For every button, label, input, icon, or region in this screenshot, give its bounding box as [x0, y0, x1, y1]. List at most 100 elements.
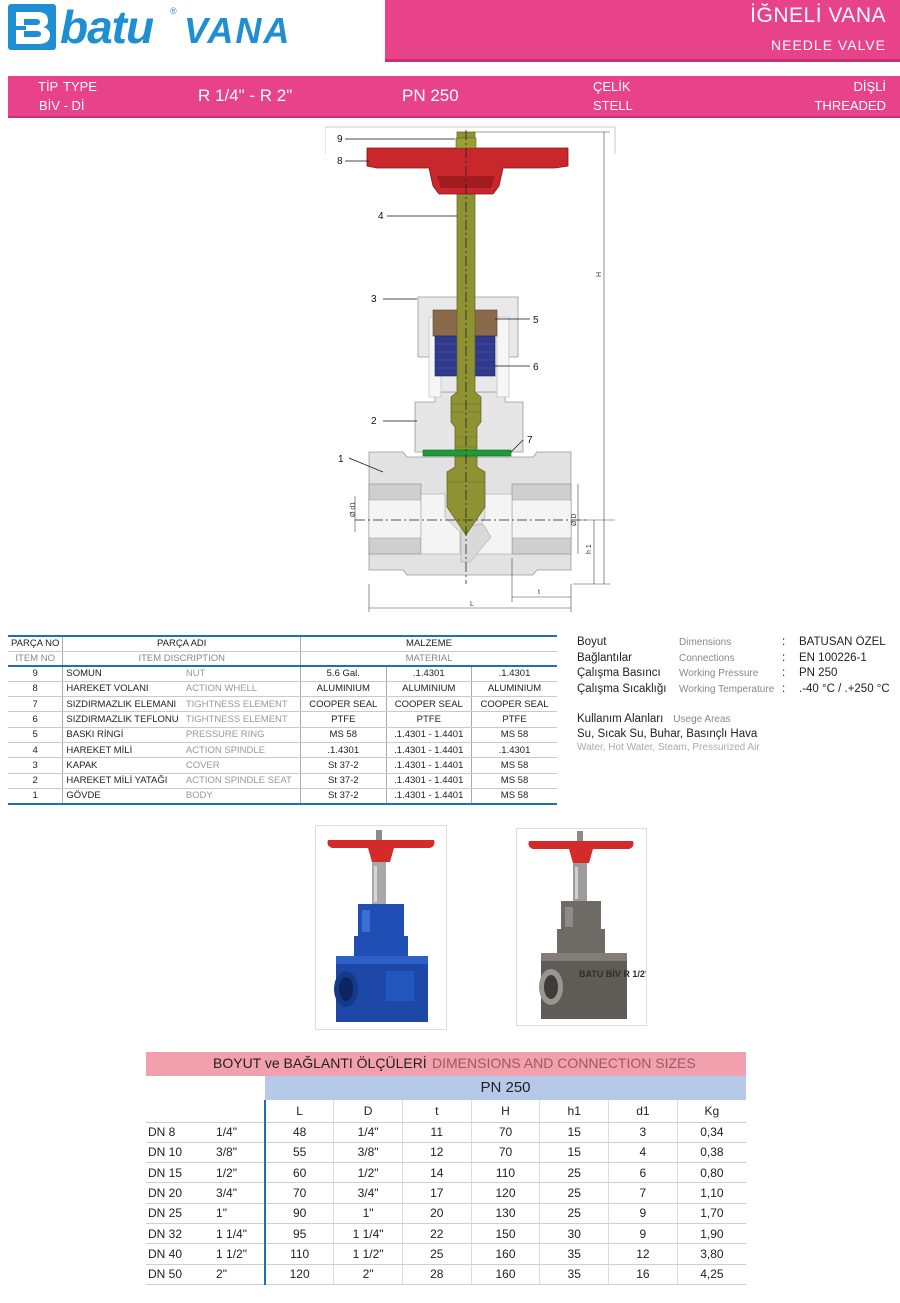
part-number: 8: [8, 681, 64, 698]
dim-value: 4: [608, 1142, 678, 1164]
dim-value: 48: [264, 1122, 334, 1143]
dim-value: 90: [264, 1203, 334, 1224]
part-name-en: COVER: [182, 757, 302, 774]
part-name-en: TIGHTNESS ELEMENT: [182, 711, 302, 728]
spec-label-en: Working Pressure: [679, 668, 759, 679]
steel-valve-marking: BATU BİV R 1/2": [579, 969, 646, 979]
title-banner: İĞNELİ VANA NEEDLE VALVE: [385, 0, 900, 62]
dim-inch-size: 3/4": [214, 1182, 267, 1204]
dim-value: 20: [401, 1203, 472, 1224]
callout-6: 6: [533, 362, 539, 373]
part-material-1: ALUMINIUM: [300, 681, 387, 698]
spec-colon: :: [782, 667, 786, 679]
part-name-tr: KAPAK: [62, 757, 183, 774]
product-photo-steel: BATU BİV R 1/2": [516, 828, 649, 1026]
dim-value: 15: [539, 1122, 609, 1143]
dim-value: 1,70: [676, 1203, 746, 1224]
spec-colon: :: [782, 651, 786, 664]
parts-table: PARÇA NO PARÇA ADI MALZEME ITEM NO ITEM …: [8, 635, 557, 805]
dim-value: 12: [608, 1243, 678, 1265]
page-title-en: NEEDLE VALVE: [771, 37, 886, 53]
dim-value: 14: [401, 1162, 472, 1184]
part-name-tr: HAREKET VOLANI: [62, 681, 183, 698]
dim-value: 1": [333, 1203, 403, 1224]
dim-value: 22: [401, 1223, 472, 1245]
dim-value: 16: [608, 1264, 678, 1285]
dim-value: 11: [401, 1122, 472, 1143]
dim-value: 55: [264, 1142, 334, 1164]
dim-value: 3/4": [333, 1182, 403, 1204]
type-code: BİV - Dİ: [39, 98, 85, 113]
spec-label-tr: Boyut: [577, 636, 607, 648]
part-name-en: PRESSURE RING: [182, 727, 302, 743]
usage-text-tr: Su, Sıcak Su, Buhar, Basınçlı Hava: [577, 728, 758, 740]
callout-4: 4: [378, 211, 384, 222]
dim-label-D: Ø D: [571, 514, 578, 526]
dim-value: 160: [470, 1264, 540, 1285]
part-name-tr: SIZDIRMAZLIK TEFLONU: [62, 711, 183, 728]
dim-nominal-size: DN 20: [146, 1182, 215, 1204]
part-number: 5: [8, 727, 64, 743]
part-material-2: .1.4301 - 1.4401: [386, 788, 473, 805]
spec-label-tr: Çalışma Basıncı: [577, 667, 661, 679]
part-material-3: .1.4301: [471, 666, 557, 682]
dim-inch-size: 1 1/2": [214, 1243, 267, 1265]
parts-header-no-en: ITEM NO: [8, 651, 64, 667]
spec-label-en: Dimensions: [679, 637, 732, 648]
dim-value: 110: [470, 1162, 540, 1184]
dim-inch-size: 2": [214, 1264, 267, 1285]
dim-value: 25: [539, 1203, 609, 1224]
spec-label-tr: Bağlantılar: [577, 651, 632, 664]
part-number: 9: [8, 666, 64, 682]
parts-header-material-en: MATERIAL: [300, 651, 557, 667]
dim-value: 120: [264, 1264, 334, 1285]
part-number: 1: [8, 788, 64, 805]
parts-table-header-en: ITEM NO ITEM DISCRIPTION MATERIAL: [8, 651, 557, 667]
product-photo-blue: [315, 825, 447, 1030]
part-name-tr: SOMUN: [62, 666, 183, 682]
part-material-1: PTFE: [300, 711, 387, 728]
dim-value: 1 1/2": [333, 1243, 403, 1265]
dim-inch-size: 1/2": [214, 1162, 267, 1184]
dim-nominal-size: DN 8: [146, 1122, 215, 1143]
part-material-2: .1.4301: [386, 666, 473, 682]
dim-value: 25: [539, 1162, 609, 1184]
type-label-en: TYPE: [63, 79, 97, 94]
part-material-2: .1.4301 - 1.4401: [386, 727, 473, 743]
dim-value: 7: [608, 1182, 678, 1204]
spec-value: BATUSAN ÖZEL: [799, 636, 886, 648]
steel-valve-image: BATU BİV R 1/2": [528, 831, 649, 1019]
part-name-en: ACTION SPINDLE SEAT: [182, 773, 302, 789]
parts-table-header-tr: PARÇA NO PARÇA ADI MALZEME: [8, 635, 557, 652]
usage-text-en: Water, Hot Water, Steam, Pressurized Air: [577, 742, 760, 753]
dim-nominal-size: DN 15: [146, 1162, 215, 1184]
part-name-en: BODY: [182, 788, 302, 805]
dim-column-header: L: [264, 1100, 334, 1123]
part-material-3: MS 58: [471, 773, 557, 789]
part-material-3: PTFE: [471, 711, 557, 728]
material-label-tr: ÇELİK: [593, 79, 631, 94]
type-bar: TİP TYPE BİV - Dİ R 1/4" - R 2" PN 250 Ç…: [8, 76, 900, 118]
dim-value: 1/4": [333, 1122, 403, 1143]
dim-value: 110: [264, 1243, 334, 1265]
part-name-tr: BASKI RİNGİ: [62, 727, 183, 743]
dim-column-header: d1: [608, 1100, 678, 1123]
spec-label-tr: Çalışma Sıcaklığı: [577, 682, 667, 695]
part-material-3: MS 58: [471, 788, 557, 805]
part-material-2: ALUMINIUM: [386, 681, 473, 698]
part-material-3: MS 58: [471, 727, 557, 743]
spec-colon: :: [782, 682, 786, 695]
part-number: 3: [8, 757, 64, 774]
